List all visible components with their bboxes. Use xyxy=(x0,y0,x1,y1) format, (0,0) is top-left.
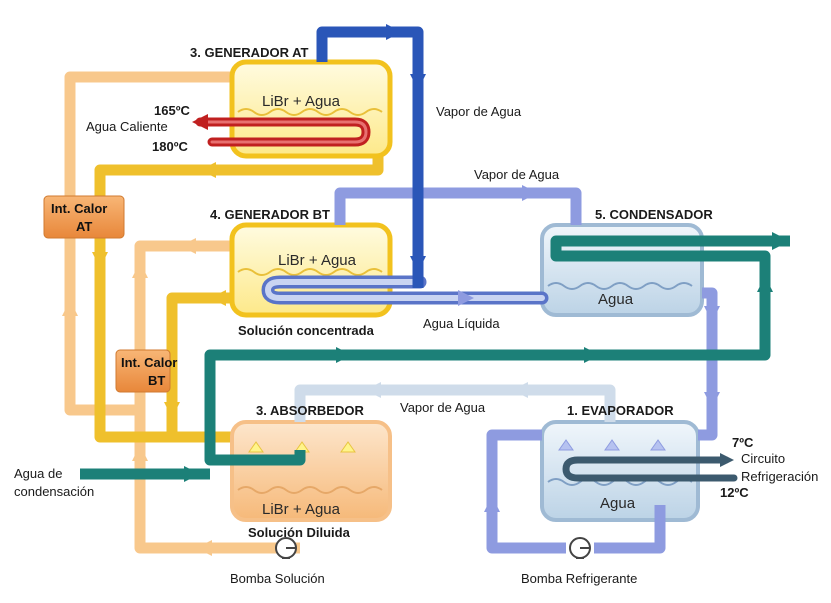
condenser-content: Agua xyxy=(598,291,634,308)
evaporator-title: 1. EVAPORADOR xyxy=(567,403,674,418)
solution-pump-icon xyxy=(275,537,297,559)
diluted-solution-label: Solución Diluida xyxy=(248,525,351,540)
heat-exchanger-bt-line2: BT xyxy=(148,373,165,388)
refrigerant-pump-icon xyxy=(569,537,591,559)
hot-water-label: Agua Caliente xyxy=(86,119,168,134)
refrigerant-pump-label: Bomba Refrigerante xyxy=(521,571,637,586)
condenser-title: 5. CONDENSADOR xyxy=(595,207,713,222)
liquid-water-tube xyxy=(261,275,549,306)
dark-blue-vapor-pipe xyxy=(316,24,426,288)
pale-blue-vapor-pipe xyxy=(294,382,616,422)
condensation-water-label-2: condensación xyxy=(14,484,94,499)
absorber-sprayers xyxy=(248,441,356,453)
vapor-label-2: Vapor de Agua xyxy=(474,167,560,182)
heat-exchanger-bt-line1: Int. Calor xyxy=(121,355,177,370)
periwinkle-pipes xyxy=(334,187,718,554)
chilled-water-coil xyxy=(562,453,738,482)
generator-at-vessel xyxy=(229,59,393,159)
hot-water-out-temp: 180ºC xyxy=(152,139,188,154)
circuit-label-2: Refrigeración xyxy=(741,469,818,484)
circuit-label-1: Circuito xyxy=(741,451,785,466)
generator-bt-content: LiBr + Agua xyxy=(278,252,357,269)
heat-exchanger-at xyxy=(43,195,125,239)
absorber-title: 3. ABSORBEDOR xyxy=(256,403,364,418)
evaporator-content: Agua xyxy=(600,495,636,512)
periwinkle-arrows xyxy=(484,185,720,512)
yellow-arrows xyxy=(92,162,226,418)
solution-pump-label: Bomba Solución xyxy=(230,571,325,586)
generator-at-content: LiBr + Agua xyxy=(262,93,341,110)
vapor-label-1: Vapor de Agua xyxy=(436,104,522,119)
chilled-out-temp: 7ºC xyxy=(732,435,754,450)
absorber-content: LiBr + Agua xyxy=(262,501,341,518)
chilled-in-temp: 12ºC xyxy=(720,485,749,500)
light-orange-arrows xyxy=(62,238,212,556)
hot-water-in-temp: 165ºC xyxy=(154,103,190,118)
teal-cooling-pipe xyxy=(80,232,790,482)
generator-bt-title: 4. GENERADOR BT xyxy=(210,207,330,222)
condensation-water-label-1: Agua de xyxy=(14,466,62,481)
vapor-label-3: Vapor de Agua xyxy=(400,400,486,415)
condenser-vessel xyxy=(540,223,704,317)
heat-exchanger-at-line2: AT xyxy=(76,219,92,234)
concentrated-solution-label: Solución concentrada xyxy=(238,323,375,338)
hot-water-coil xyxy=(192,114,371,147)
generator-at-title: 3. GENERADOR AT xyxy=(190,45,309,60)
evaporator-sprayers xyxy=(558,439,666,451)
heat-exchanger-at-line1: Int. Calor xyxy=(51,201,107,216)
liquid-water-label: Agua Líquida xyxy=(423,316,500,331)
heat-exchanger-bt xyxy=(115,349,171,393)
